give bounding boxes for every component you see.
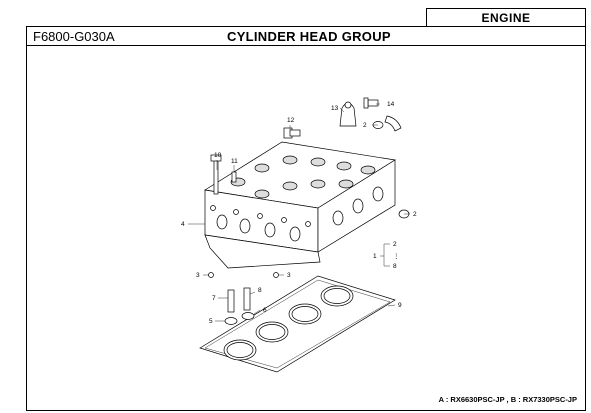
- callout-9: 9: [398, 302, 402, 309]
- callout-8: 8: [258, 287, 262, 294]
- model-footnote: A : RX6630PSC-JP , B : RX7330PSC-JP: [438, 395, 577, 404]
- callout-1-range-8: 8: [393, 263, 397, 270]
- callout-2-right: 2: [413, 211, 417, 218]
- callout-13: 13: [331, 105, 339, 112]
- part-group-code: F6800-G030A: [33, 29, 115, 44]
- callout-7: 7: [212, 295, 216, 302]
- callout-5: 5: [209, 318, 213, 325]
- callout-12: 12: [287, 117, 295, 124]
- callout-3-left: 3: [196, 272, 200, 279]
- callout-numbers: 10 11 12 13 14 2 4 2 3 3 7 8 5 6 9 1 2 ⋮…: [181, 101, 417, 325]
- callout-4: 4: [181, 221, 185, 228]
- leader-lines: [188, 103, 410, 322]
- callout-10: 10: [214, 152, 222, 159]
- section-label: ENGINE: [426, 8, 586, 26]
- page-header: F6800-G030A CYLINDER HEAD GROUP: [26, 26, 586, 46]
- diagram-area: A : RX6630PSC-JP , B : RX7330PSC-JP: [26, 46, 586, 411]
- callout-2-top: 2: [363, 122, 367, 129]
- callout-14: 14: [387, 101, 395, 108]
- callout-3-right: 3: [287, 272, 291, 279]
- callout-1: 1: [373, 253, 377, 260]
- callout-1-range-sep: ⋮: [393, 253, 400, 260]
- cylinder-head-drawing: [204, 141, 396, 269]
- page-title: CYLINDER HEAD GROUP: [227, 29, 391, 44]
- callout-6: 6: [263, 307, 267, 314]
- callout-1-range-2: 2: [393, 241, 397, 248]
- callout-11: 11: [231, 158, 238, 165]
- head-gasket-drawing: [199, 275, 396, 373]
